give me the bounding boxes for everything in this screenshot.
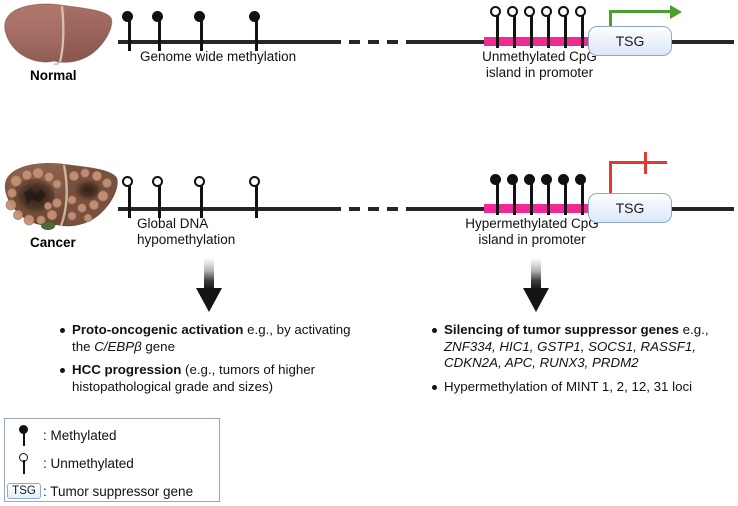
repression-arrow-bar [609, 161, 667, 164]
dna-strand-normal-right [416, 40, 484, 44]
cancer-organ-label: Cancer [30, 235, 76, 250]
outcome-left-0-bold: Proto-oncogenic activation [72, 322, 244, 337]
normal-organ-label: Normal [30, 68, 77, 83]
liver-normal-icon [4, 3, 113, 66]
list-item: Silencing of tumor suppressor genes e.g.… [432, 322, 737, 372]
cancer-left-track-label-line2: hypomethylation [137, 232, 236, 247]
repression-arrow-stem [609, 161, 612, 209]
legend-label-methylated: : Methylated [43, 427, 117, 443]
lollipop-open-icon [5, 452, 43, 474]
outcome-right-0-rest-a: e.g., [678, 322, 709, 337]
list-item: HCC progression (e.g., tumors of higher … [60, 362, 360, 395]
dna-strand-normal-left [118, 40, 330, 44]
bullet-dot-icon [60, 368, 65, 373]
normal-left-track-label: Genome wide methylation [140, 49, 297, 64]
repression-tbar-icon [644, 152, 648, 174]
outcome-left-0-italic: C/EBPβ [94, 338, 142, 354]
legend-box: : Methylated : Unmethylated TSG : Tumor … [4, 418, 220, 502]
cancer-cpg-label-line1: Hypermethylated CpG [465, 216, 599, 231]
list-item: Proto-oncogenic activation e.g., by acti… [60, 322, 360, 355]
dna-strand-normal-tail [672, 40, 734, 44]
tsg-box-icon: TSG [5, 483, 43, 499]
legend-item-methylated: : Methylated [5, 421, 219, 449]
outcomes-right-list: Silencing of tumor suppressor genes e.g.… [432, 322, 737, 402]
dna-strand-cancer-right [416, 207, 484, 211]
legend-label-tsg: : Tumor suppressor gene [43, 483, 194, 499]
bullet-dot-icon [432, 328, 437, 333]
outcome-left-1-rest-a: (e.g., tumors of higher histopathologica… [72, 362, 316, 394]
tsg-box-icon-label: TSG [7, 483, 41, 499]
outcomes-left-list: Proto-oncogenic activation e.g., by acti… [60, 322, 360, 402]
outcome-arrow-right-icon [523, 258, 549, 312]
list-item: Hypermethylation of MINT 1, 2, 12, 31 lo… [432, 379, 737, 396]
lollipop-filled-icon [5, 424, 43, 446]
cancer-cpg-label-line2: island in promoter [478, 232, 586, 247]
legend-item-unmethylated: : Unmethylated [5, 449, 219, 477]
legend-label-unmethylated: : Unmethylated [43, 455, 134, 471]
bullet-dot-icon [432, 384, 437, 390]
liver-cancer-icon [4, 163, 118, 230]
outcome-left-0-rest-b: gene [141, 338, 175, 354]
outcome-left-0-rest-a: e.g., by activating the [72, 322, 351, 354]
outcome-right-1-text: Hypermethylation of MINT 1, 2, 12, 31 lo… [444, 378, 693, 394]
dna-strand-cancer-left [118, 207, 330, 211]
outcome-left-1-bold: HCC progression [72, 362, 182, 377]
dna-strand-cancer-tail [672, 207, 734, 211]
outcome-arrow-left-icon [196, 258, 222, 312]
gene-box-tsg-normal: TSG [588, 26, 672, 56]
cpg-island-unmethylated [484, 37, 594, 46]
outcome-right-0-italic: ZNF334, HIC1, GSTP1, SOCS1, RASSF1, CDKN… [444, 338, 696, 371]
gene-box-tsg-cancer: TSG [588, 193, 672, 223]
activation-arrow-bar [609, 10, 671, 13]
dna-strand-cancer-dashed [330, 207, 418, 211]
cancer-left-track-label-line1: Global DNA [137, 216, 209, 231]
outcome-right-0-bold: Silencing of tumor suppressor genes [444, 322, 679, 337]
cpg-island-hypermethylated [484, 204, 594, 213]
normal-cpg-label-line1: Unmethylated CpG [482, 49, 597, 64]
normal-cpg-label-line2: island in promoter [485, 65, 594, 80]
activation-arrowhead-icon [670, 4, 682, 19]
dna-strand-normal-dashed [330, 40, 418, 44]
bullet-dot-icon [60, 328, 65, 333]
legend-item-tsg: TSG : Tumor suppressor gene [5, 477, 219, 505]
